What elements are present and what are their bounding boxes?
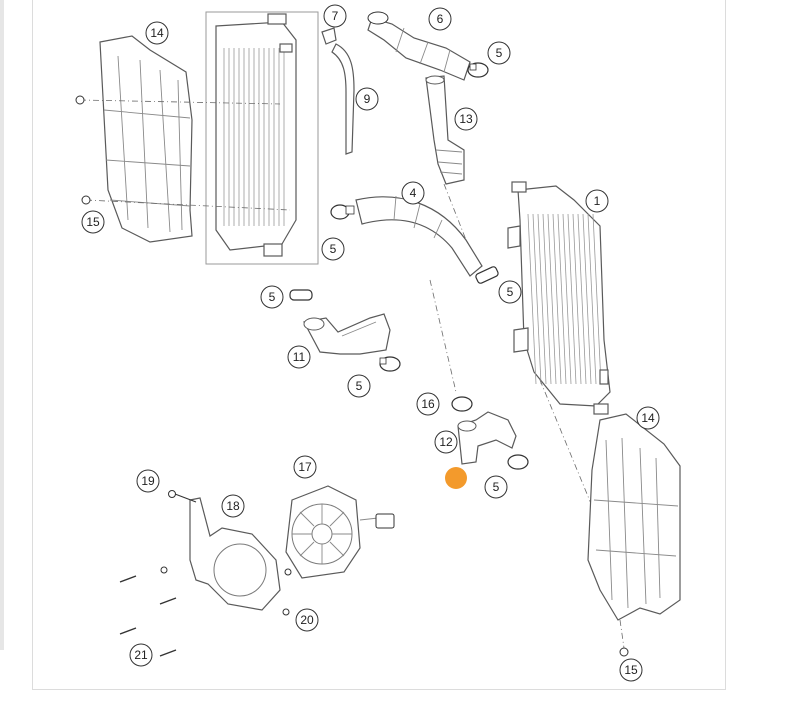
svg-text:5: 5 (496, 46, 503, 60)
clamp-5-mid (379, 356, 401, 372)
right-radiator-shroud (587, 413, 681, 621)
fitting-7 (321, 27, 337, 45)
callout-9: 9 (355, 87, 379, 111)
callout-20: 20 (295, 608, 319, 632)
svg-text:9: 9 (364, 92, 371, 106)
callout-5-lower: 5 (484, 475, 508, 499)
clamp-5-upper-right (475, 266, 499, 284)
radiator-fin (582, 213, 592, 385)
radiator-fin (592, 213, 602, 385)
svg-text:1: 1 (594, 194, 601, 208)
clamp-top (367, 11, 389, 25)
left-radiator-box (205, 11, 319, 265)
hose-6 (367, 17, 471, 81)
svg-text:13: 13 (459, 112, 473, 126)
highlight-marker (445, 467, 467, 489)
svg-text:5: 5 (330, 242, 337, 256)
screws-21 (119, 566, 177, 657)
svg-text:21: 21 (134, 648, 148, 662)
radiator-fin (552, 213, 562, 385)
callout-19: 19 (136, 469, 160, 493)
clamp-5-upper-left (330, 204, 355, 220)
callout-15-right: 15 (619, 658, 643, 682)
diagram-frame (32, 0, 726, 690)
radiator-fin (587, 213, 597, 385)
callout-18: 18 (221, 494, 245, 518)
callout-5-upper-left: 5 (321, 237, 345, 261)
callout-21: 21 (129, 643, 153, 667)
bracket-18 (189, 497, 281, 611)
callout-14-right: 14 (636, 406, 660, 430)
radiator-fin (577, 213, 587, 385)
callout-4: 4 (401, 181, 425, 205)
radiator-fin (557, 213, 567, 385)
callout-13: 13 (454, 107, 478, 131)
svg-text:19: 19 (141, 474, 155, 488)
radiator-fin (562, 213, 572, 385)
hose-9 (331, 43, 355, 155)
clamp-5-lower (507, 454, 529, 470)
radiator-fin (537, 213, 547, 385)
left-edge-bar (0, 0, 4, 650)
clamp-5-top (467, 62, 489, 78)
callout-15-left: 15 (81, 210, 105, 234)
screw-top-left (75, 95, 85, 105)
svg-text:6: 6 (437, 12, 444, 26)
svg-text:18: 18 (226, 499, 240, 513)
callout-5-upper-right: 5 (498, 280, 522, 304)
callout-5-top: 5 (487, 41, 511, 65)
radiator-fin (547, 213, 557, 385)
callout-7: 7 (323, 4, 347, 28)
svg-text:15: 15 (624, 663, 638, 677)
svg-text:14: 14 (641, 411, 655, 425)
callout-14-left: 14 (145, 21, 169, 45)
svg-text:12: 12 (439, 435, 453, 449)
svg-text:17: 17 (298, 460, 312, 474)
screw-bottom-left (81, 195, 91, 205)
svg-text:11: 11 (293, 350, 306, 364)
callout-12: 12 (434, 430, 458, 454)
callout-5-mid: 5 (347, 374, 371, 398)
radiator-fin (542, 213, 552, 385)
svg-text:15: 15 (86, 215, 100, 229)
callout-6: 6 (428, 7, 452, 31)
callout-11: 11 (287, 345, 311, 369)
screw-bottom-right (619, 647, 629, 657)
fan-17 (285, 485, 395, 579)
thermostat-housing-13 (425, 75, 465, 185)
svg-text:5: 5 (493, 480, 500, 494)
svg-text:5: 5 (356, 379, 363, 393)
left-radiator-shroud (99, 35, 193, 243)
callout-1: 1 (585, 189, 609, 213)
callout-16: 16 (416, 392, 440, 416)
svg-text:14: 14 (150, 26, 164, 40)
callout-5-left: 5 (260, 285, 284, 309)
callout-17: 17 (293, 455, 317, 479)
clamp-5-left (289, 289, 313, 301)
svg-text:5: 5 (269, 290, 276, 304)
hose-4 (355, 195, 483, 277)
hose-11 (303, 313, 391, 355)
radiator-fin (567, 213, 577, 385)
svg-text:20: 20 (300, 613, 314, 627)
screw-19 (168, 490, 197, 503)
svg-text:16: 16 (421, 397, 435, 411)
svg-text:5: 5 (507, 285, 514, 299)
radiator-fin (572, 213, 582, 385)
svg-text:7: 7 (332, 9, 339, 23)
clamp-16 (451, 396, 473, 412)
screws-20 (282, 568, 292, 616)
svg-text:4: 4 (410, 186, 417, 200)
radiator-fin (527, 213, 537, 385)
hose-12 (457, 411, 517, 465)
radiator-1 (507, 181, 611, 415)
radiator-fin (532, 213, 542, 385)
